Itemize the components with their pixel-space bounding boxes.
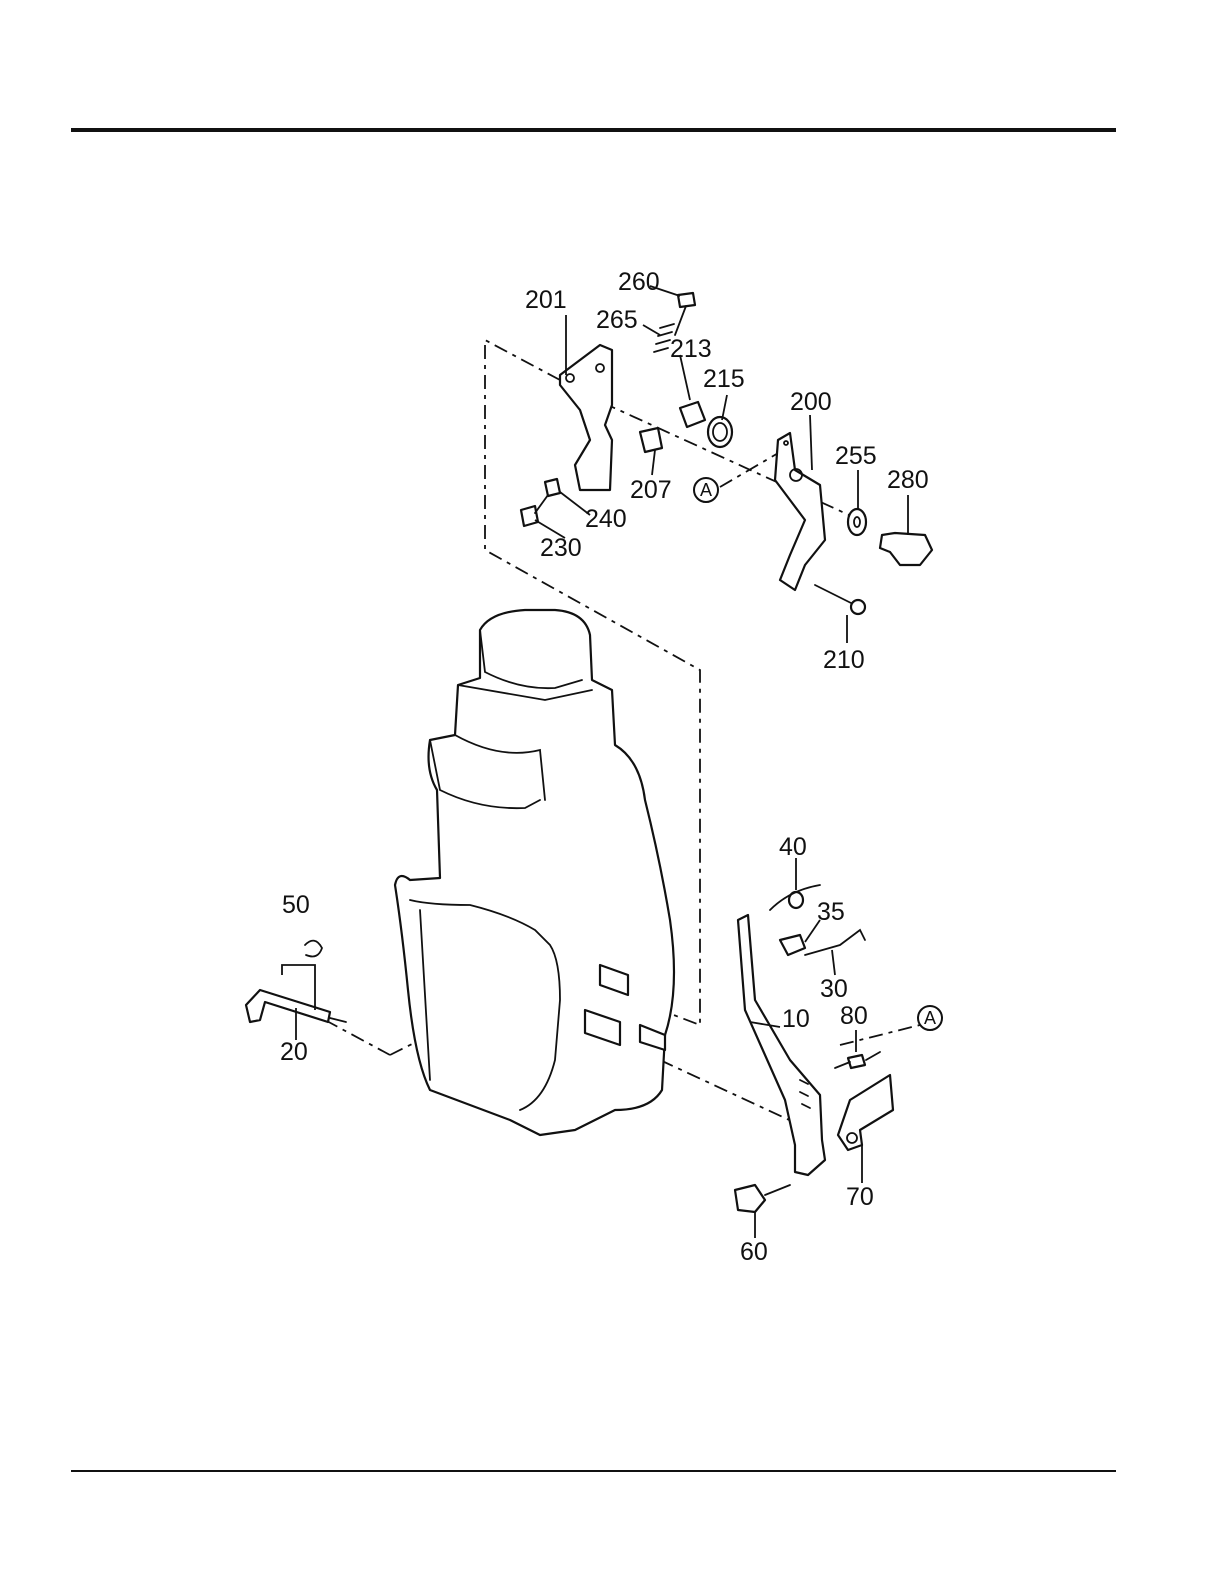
part-255-washer (848, 509, 866, 535)
reference-mark-a-lower: A (918, 1006, 942, 1030)
part-210-screw (815, 585, 865, 614)
callout-280: 280 (887, 466, 929, 494)
part-200-lever (775, 433, 825, 590)
callout-207: 207 (630, 476, 672, 504)
part-213-collar (680, 402, 705, 427)
callout-201: 201 (525, 286, 567, 314)
callout-240: 240 (585, 505, 627, 533)
callout-230: 230 (540, 534, 582, 562)
part-207-bolt (640, 428, 662, 452)
reference-mark-a-upper: A (694, 478, 718, 502)
part-40-spring (770, 885, 820, 910)
callout-30: 30 (820, 975, 848, 1003)
callout-200: 200 (790, 388, 832, 416)
part-230-bolt (521, 495, 548, 526)
callout-50: 50 (282, 891, 310, 919)
callout-80: 80 (840, 1002, 868, 1030)
part-215-spring (708, 417, 732, 447)
callout-40: 40 (779, 833, 807, 861)
callout-10: 10 (782, 1005, 810, 1033)
callout-60: 60 (740, 1238, 768, 1266)
callout-255: 255 (835, 442, 877, 470)
part-240-nut (545, 479, 560, 496)
part-60-bolt (735, 1185, 790, 1212)
part-80-spring (835, 1052, 880, 1068)
callout-20: 20 (280, 1038, 308, 1066)
part-50-clip (305, 941, 322, 957)
svg-text:A: A (700, 480, 712, 500)
part-280-knob (880, 533, 932, 565)
part-201-bracket (560, 345, 612, 490)
part-10-lever (738, 915, 825, 1175)
callout-210: 210 (823, 646, 865, 674)
callout-70: 70 (846, 1183, 874, 1211)
callout-213: 213 (670, 335, 712, 363)
callout-35: 35 (817, 898, 845, 926)
part-30-rod (805, 930, 865, 955)
part-260-bolt (675, 293, 695, 335)
part-70-plate (838, 1075, 893, 1150)
callout-215: 215 (703, 365, 745, 393)
part-35-clamp (780, 935, 805, 955)
callout-265: 265 (596, 306, 638, 334)
engine-crankcase (395, 610, 674, 1135)
svg-text:A: A (924, 1008, 936, 1028)
callout-260: 260 (618, 268, 660, 296)
